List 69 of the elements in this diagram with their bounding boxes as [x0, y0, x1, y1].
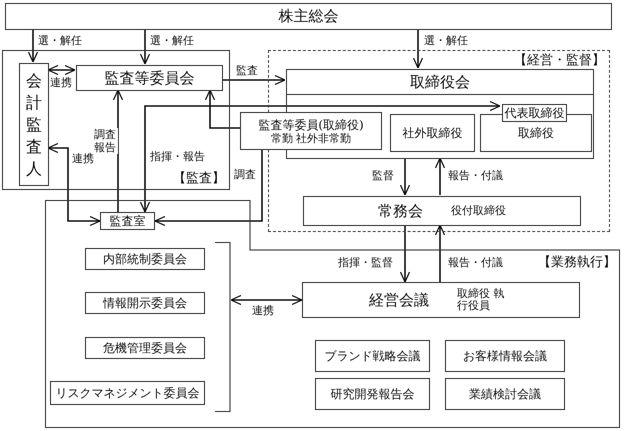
process-box	[76, 65, 223, 91]
process-box	[302, 282, 580, 318]
node-label: 経営会議	[369, 292, 429, 308]
edge-label: 監査	[236, 64, 258, 77]
arrow	[47, 142, 101, 226]
node-label: 社外取締役	[402, 126, 462, 140]
process-box	[390, 114, 475, 152]
node-label: 危機管理委員会	[103, 341, 187, 355]
process-box	[85, 248, 205, 270]
node-label: 監査室	[110, 214, 146, 228]
arrow	[204, 89, 240, 129]
node-label: 監査等委員(取締役)	[258, 118, 364, 132]
node-label: 株主総会	[278, 8, 338, 25]
process-box	[85, 292, 205, 314]
edge-label: 選・解任	[424, 34, 468, 47]
arrow	[154, 150, 263, 226]
arrow	[28, 30, 38, 63]
edge-label: 連携	[252, 304, 274, 317]
node-note: 常勤 社外非常勤	[270, 132, 352, 144]
edge-label: 調査報告	[92, 128, 118, 154]
arrow	[47, 64, 76, 76]
process-box	[303, 196, 581, 226]
node-label: 監査等委員会	[104, 70, 194, 86]
edge-label: 報告・付議	[448, 169, 503, 182]
node-note: 役付取締役	[451, 205, 506, 217]
section-heading: 取締役会	[287, 70, 593, 95]
arrow	[434, 157, 446, 195]
process-box	[85, 337, 205, 359]
node-label: 業績検討会議	[469, 387, 541, 401]
arrow	[400, 158, 410, 196]
process-box	[5, 3, 612, 30]
edge-label: 連携	[50, 76, 72, 89]
edge-label: 選・解任	[38, 34, 82, 47]
arrow	[434, 224, 446, 282]
node-label: 情報開示委員会	[103, 296, 187, 310]
arrow	[222, 74, 286, 86]
arrow	[112, 89, 124, 212]
group-frame	[45, 200, 620, 428]
process-box	[100, 212, 155, 230]
arrow	[140, 100, 501, 213]
process-box	[445, 340, 565, 372]
arrow	[412, 30, 424, 69]
bracket	[215, 242, 231, 412]
node-label: お客様情報会議	[463, 349, 547, 363]
arrow	[140, 30, 150, 65]
edge-label: 指揮・報告	[150, 150, 205, 163]
arrow	[400, 225, 410, 283]
edge-label: 選・解任	[150, 34, 194, 47]
node-label: 内部統制委員会	[103, 252, 187, 266]
node-label: 常務会	[378, 202, 423, 220]
edge-label: 監督	[372, 169, 394, 182]
process-box	[315, 378, 430, 410]
process-box	[315, 340, 430, 372]
node-label: 研究開発報告会	[330, 387, 414, 401]
process-box	[50, 381, 205, 405]
edge-label: 調査	[234, 168, 256, 181]
node-label: ブランド戦略会議	[324, 349, 420, 363]
node-note: 取締役 執行役員	[457, 288, 506, 312]
node-label: 取締役	[518, 126, 554, 140]
process-box	[240, 112, 382, 150]
node-label: 代表取締役	[504, 106, 564, 120]
arrow	[230, 294, 303, 306]
edge-label: 連携	[72, 152, 94, 165]
node-label: リスクマネジメント委員会	[56, 386, 200, 400]
process-box	[19, 63, 49, 186]
edge-label: 指揮・監督	[338, 256, 393, 269]
edge-label: 報告・付議	[448, 256, 503, 269]
node-label: 会計監査人	[26, 70, 42, 180]
process-box	[445, 378, 565, 410]
